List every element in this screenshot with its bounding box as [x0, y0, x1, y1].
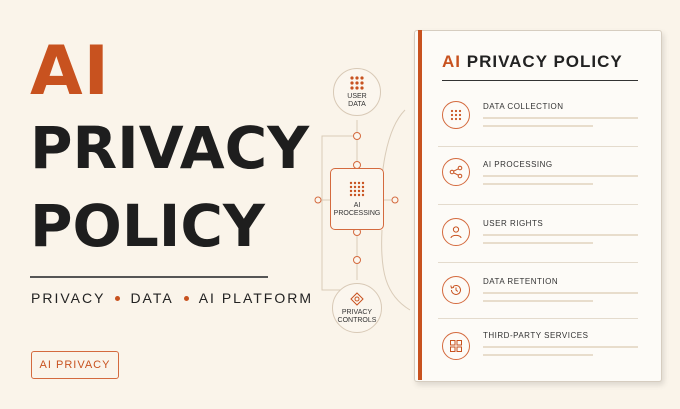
- policy-title-rest: PRIVACY POLICY: [466, 52, 623, 71]
- section-ai-processing: AI PROCESSING: [483, 160, 553, 169]
- hero-title-policy: POLICY: [30, 192, 265, 260]
- tagline-privacy: PRIVACY: [31, 290, 106, 306]
- policy-title-accent: AI: [442, 52, 461, 71]
- section-separator: [438, 262, 638, 263]
- text-placeholder-line: [483, 117, 638, 119]
- text-placeholder-line: [483, 234, 638, 236]
- section-third-party-services: THIRD-PARTY SERVICES: [483, 331, 589, 340]
- privacy-controls-label-line2: CONTROLS: [337, 317, 377, 324]
- text-placeholder-line: [483, 242, 593, 244]
- section-data-collection: DATA COLLECTION: [483, 102, 564, 111]
- user-rights-icon-circle: [442, 218, 470, 246]
- apps-icon: [450, 340, 462, 352]
- text-placeholder-line: [483, 125, 593, 127]
- privacy-controls-label: PRIVACY CONTROLS: [338, 309, 377, 325]
- text-placeholder-line: [483, 346, 638, 348]
- ai-processing-label-line2: PROCESSING: [333, 209, 381, 217]
- data-retention-icon-circle: [442, 276, 470, 304]
- dot-grid-icon: [450, 109, 462, 121]
- policy-title-rule: [442, 80, 638, 81]
- privacy-controls-label-line1: PRIVACY: [341, 309, 373, 316]
- chip-icon: [349, 181, 365, 196]
- data-collection-icon-circle: [442, 101, 470, 129]
- policy-document: [414, 30, 662, 382]
- tagline-dot: [183, 295, 189, 301]
- hero-title-privacy: PRIVACY: [30, 114, 310, 182]
- text-placeholder-line: [483, 354, 593, 356]
- ai-processing-icon-circle: [442, 158, 470, 186]
- network-icon: [350, 292, 364, 306]
- ai-processing-label: AI PROCESSING: [334, 202, 381, 218]
- ai-privacy-badge: AI PRIVACY: [31, 351, 119, 379]
- user-icon: [450, 226, 462, 239]
- text-placeholder-line: [483, 292, 638, 294]
- section-user-rights: USER RIGHTS: [483, 219, 544, 228]
- tagline-data: DATA: [130, 290, 174, 306]
- third-party-icon-circle: [442, 332, 470, 360]
- privacy-controls-node: PRIVACY CONTROLS: [332, 283, 382, 333]
- section-data-retention: DATA RETENTION: [483, 277, 559, 286]
- text-placeholder-line: [483, 183, 593, 185]
- policy-document-title: AI PRIVACY POLICY: [442, 52, 623, 72]
- user-data-node: USER DATA: [333, 68, 381, 116]
- hero-title-ai: AI: [30, 32, 110, 111]
- ai-processing-label-line1: AI: [353, 201, 361, 209]
- section-separator: [438, 146, 638, 147]
- section-separator: [438, 204, 638, 205]
- hero-divider: [30, 276, 268, 278]
- text-placeholder-line: [483, 300, 593, 302]
- tagline-ai-platform: AI PLATFORM: [198, 290, 314, 306]
- history-icon: [450, 284, 461, 295]
- user-data-label-line1: USER: [347, 93, 367, 100]
- hero-tagline: PRIVACY DATA AI PLATFORM: [31, 290, 313, 306]
- dot-grid-icon: [350, 76, 364, 90]
- tagline-dot: [115, 295, 121, 301]
- share-icon: [449, 165, 463, 179]
- diagram-connectors: [314, 109, 411, 311]
- policy-document-accent-bar: [418, 30, 422, 380]
- text-placeholder-line: [483, 175, 638, 177]
- user-data-label-line2: DATA: [348, 101, 366, 108]
- user-data-label: USER DATA: [347, 93, 366, 109]
- ai-processing-node: AI PROCESSING: [330, 168, 384, 230]
- section-separator: [438, 318, 638, 319]
